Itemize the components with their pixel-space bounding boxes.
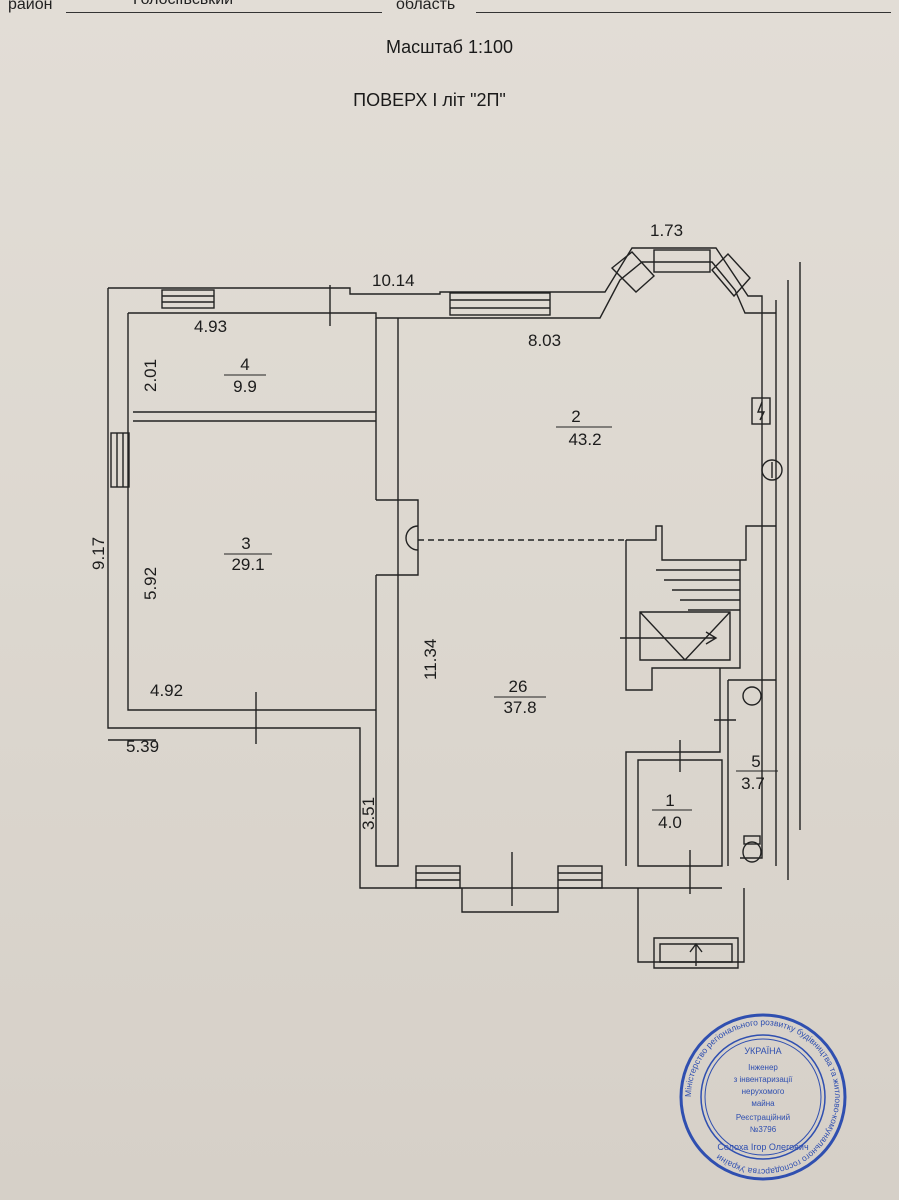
- seal-reg-number: №3796: [750, 1125, 777, 1134]
- room-1-number: 1: [665, 791, 674, 810]
- windows: [110, 249, 751, 889]
- seal-role-1: Інженер: [748, 1063, 778, 1072]
- seal-role-4: майна: [751, 1099, 775, 1108]
- bath-wall: [625, 668, 721, 866]
- dim-room4-depth: 2.01: [141, 359, 160, 392]
- floor-title: ПОВЕРХ І літ "2П": [353, 90, 506, 110]
- outer-wall-left-wing: [108, 247, 763, 859]
- seal-name: Солоха Ігор Олегович: [717, 1142, 809, 1152]
- seal-country: УКРАЇНА: [744, 1046, 781, 1056]
- stair-treads: [656, 569, 740, 611]
- bottom-window-bump: [461, 888, 559, 913]
- room-26-area: 37.8: [503, 698, 536, 717]
- room5-wall: [727, 679, 776, 866]
- room-5-number: 5: [751, 752, 760, 771]
- outer-wall-left-outer: [107, 288, 722, 889]
- inner-wall-left-inner: [127, 313, 376, 711]
- region-label: область: [396, 0, 456, 13]
- stair-landing: [639, 611, 731, 662]
- room-3-area: 29.1: [231, 555, 264, 574]
- dim-room2-width: 8.03: [528, 331, 561, 350]
- dim-bay-width: 1.73: [650, 221, 683, 240]
- seal-reg-label: Реєстраційний: [736, 1113, 790, 1122]
- stair-wall-2: [625, 540, 741, 691]
- dim-room3-width: 4.92: [150, 681, 183, 700]
- district-underline: [66, 12, 382, 13]
- dim-room3-depth: 5.92: [141, 567, 160, 600]
- dim-offset-height: 3.51: [359, 797, 378, 830]
- porch-arrow: [689, 942, 703, 966]
- district-value: Голосіївський: [133, 0, 233, 9]
- district-label: район: [8, 0, 53, 13]
- dim-bottom-left-width: 5.39: [126, 737, 159, 756]
- door-markers: [255, 285, 736, 906]
- room-5-area: 3.7: [741, 774, 765, 793]
- dim-top-width: 10.14: [372, 271, 415, 290]
- scale-label: Масштаб 1:100: [385, 37, 514, 57]
- electrical-panel-icon: [751, 397, 771, 425]
- room1-box: [637, 759, 723, 867]
- svg-text:Міністерство регіонального роз: Міністерство регіонального розвитку буді…: [683, 1017, 843, 1177]
- room-4-area: 9.9: [233, 377, 257, 396]
- room-26-number: 26: [509, 677, 528, 696]
- stair-wall: [626, 525, 776, 561]
- dim-room26-depth: 11.34: [421, 639, 440, 680]
- partition-4-3: [133, 411, 376, 422]
- dim-left-height: 9.17: [89, 537, 108, 570]
- seal-role-2: з інвентаризації: [734, 1075, 794, 1084]
- inner-wall-left-wing: [128, 261, 776, 319]
- niche-arc: [405, 525, 419, 551]
- room-1-area: 4.0: [658, 813, 682, 832]
- stair-arrow: [620, 631, 718, 645]
- sink-icon: [742, 686, 762, 706]
- dim-room4-width: 4.93: [194, 317, 227, 336]
- boiler-icon: [761, 459, 783, 481]
- central-wall-left: [375, 318, 399, 867]
- wall-niche: [376, 499, 419, 576]
- official-seal: Міністерство регіонального розвитку буді…: [679, 1013, 847, 1181]
- room-2-area: 43.2: [568, 430, 601, 449]
- room-3-number: 3: [241, 534, 250, 553]
- seal-outer-text: Міністерство регіонального розвитку буді…: [683, 1017, 843, 1177]
- room-2-number: 2: [571, 407, 580, 426]
- room-4-number: 4: [240, 355, 249, 374]
- seal-role-3: нерухомого: [742, 1087, 785, 1096]
- region-underline: [476, 12, 891, 13]
- toilet-icon: [742, 841, 762, 863]
- porch-step: [653, 937, 739, 969]
